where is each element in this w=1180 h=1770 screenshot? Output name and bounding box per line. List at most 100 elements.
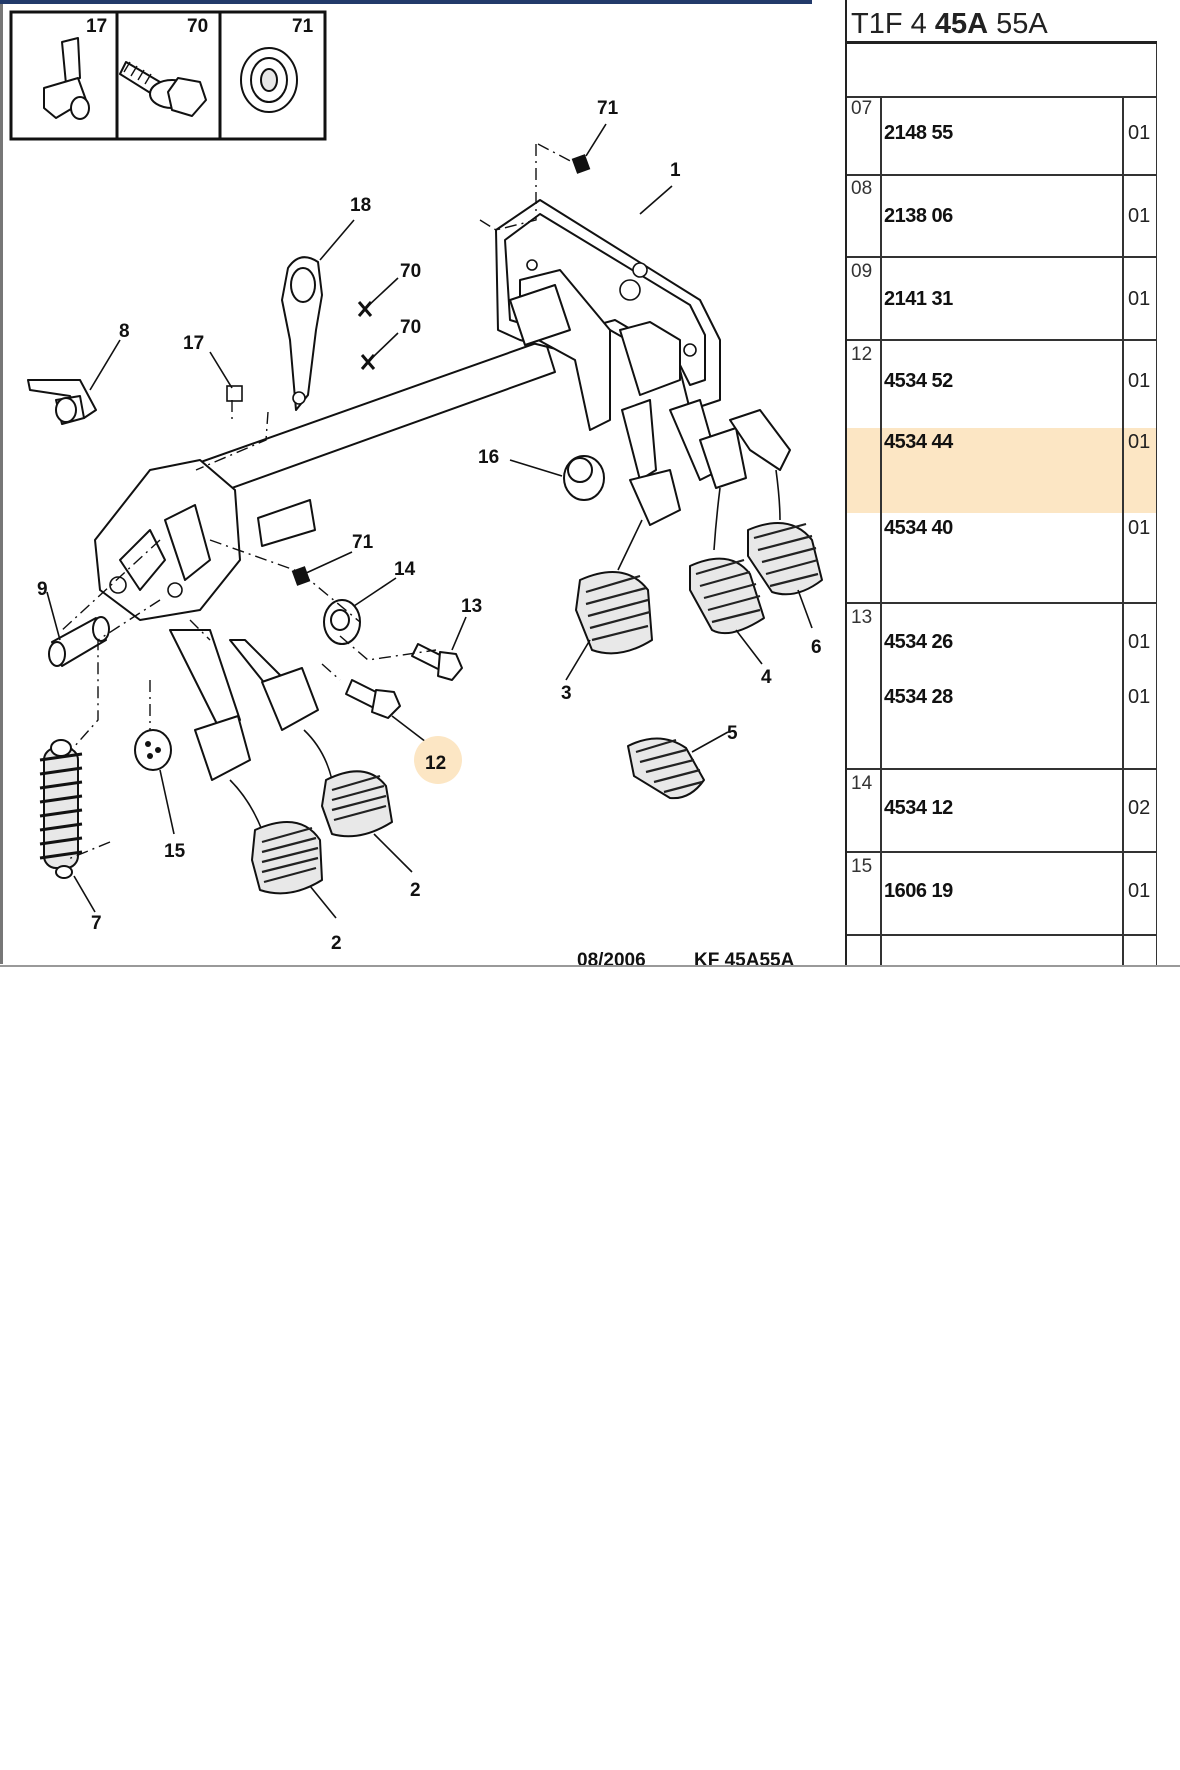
left-clutch-pedal-arms bbox=[169, 629, 333, 831]
pedal-pad-2-lower bbox=[251, 821, 323, 895]
callout-15: 15 bbox=[164, 841, 186, 862]
diagram-left-border bbox=[0, 4, 3, 964]
nut-71-upper bbox=[571, 154, 591, 174]
callout-71-upper: 71 bbox=[597, 98, 619, 119]
quantity: 01 bbox=[1128, 288, 1151, 310]
exploded-parts-diagram: 17 70 71 bbox=[0, 0, 847, 965]
callout-4: 4 bbox=[761, 667, 772, 688]
header-suffix: 55A bbox=[988, 8, 1048, 40]
parts-list-table: T1F 4 45A 55A 07 2148 55 01 08 2138 06 0… bbox=[847, 0, 1157, 965]
row-divider bbox=[847, 934, 1157, 936]
quantity: 01 bbox=[1128, 880, 1151, 902]
highlighted-row-bg bbox=[847, 428, 1157, 513]
callout-16: 16 bbox=[478, 447, 499, 468]
part-number: 4534 28 bbox=[884, 686, 953, 708]
callout-71-lower: 71 bbox=[352, 532, 374, 553]
row-divider bbox=[847, 174, 1157, 176]
callout-labels: 71 1 18 70 70 8 17 16 71 14 9 13 12 15 7… bbox=[37, 98, 822, 954]
part-number: 4534 12 bbox=[884, 797, 953, 819]
table-right-edge bbox=[1156, 44, 1157, 965]
return-spring-part-7 bbox=[39, 739, 83, 879]
right-pedal-arms bbox=[617, 399, 791, 571]
column-divider bbox=[1122, 96, 1124, 965]
callout-2-upper: 2 bbox=[410, 880, 421, 901]
clip-part-8 bbox=[27, 379, 97, 425]
stop-part-16 bbox=[563, 455, 605, 501]
part-number: 2138 06 bbox=[884, 205, 953, 227]
switch-part-15 bbox=[134, 729, 172, 771]
diagram-footer-code: KF 45A55A bbox=[694, 950, 795, 965]
callout-3: 3 bbox=[561, 683, 572, 704]
inset-label-17: 17 bbox=[86, 16, 107, 37]
callout-2-lower: 2 bbox=[331, 933, 342, 954]
row-divider bbox=[847, 256, 1157, 258]
callout-9: 9 bbox=[37, 579, 48, 600]
pedal-pad-3 bbox=[575, 571, 653, 655]
screw-part-13 bbox=[411, 643, 463, 681]
callout-leader-lines bbox=[46, 123, 813, 919]
group-number: 09 bbox=[851, 261, 873, 282]
inset-label-71: 71 bbox=[292, 16, 314, 37]
nut-71-lower bbox=[291, 566, 311, 586]
quantity: 01 bbox=[1128, 431, 1151, 453]
callout-70-lower: 70 bbox=[400, 317, 421, 338]
bolt-part-icon bbox=[119, 61, 207, 117]
pedal-pad-6 bbox=[747, 522, 823, 596]
row-divider bbox=[847, 602, 1157, 604]
quantity: 02 bbox=[1128, 797, 1151, 819]
group-number: 08 bbox=[851, 178, 873, 199]
row-divider bbox=[847, 768, 1157, 770]
quantity: 01 bbox=[1128, 686, 1151, 708]
clip-part-icon bbox=[43, 37, 90, 120]
part-number: 4534 52 bbox=[884, 370, 953, 392]
callout-6: 6 bbox=[811, 637, 822, 658]
part-number: 4534 40 bbox=[884, 517, 953, 539]
left-pedal-bracket bbox=[94, 459, 241, 621]
group-number: 14 bbox=[851, 773, 873, 794]
quantity: 01 bbox=[1128, 631, 1151, 653]
callout-12: 12 bbox=[425, 753, 446, 774]
header-prefix: T1F 4 bbox=[851, 8, 935, 40]
inset-label-70: 70 bbox=[187, 16, 208, 37]
quantity: 01 bbox=[1128, 205, 1151, 227]
header-bold-code: 45A bbox=[934, 8, 989, 40]
bushing-part-9 bbox=[48, 616, 110, 667]
callout-13: 13 bbox=[461, 596, 482, 617]
parts-list-header: T1F 4 45A 55A bbox=[847, 4, 1157, 44]
part-number: 4534 44 bbox=[884, 431, 953, 453]
row-divider bbox=[847, 96, 1157, 98]
quantity: 01 bbox=[1128, 122, 1151, 144]
callout-18: 18 bbox=[350, 195, 371, 216]
page-bottom-divider bbox=[0, 965, 1180, 967]
group-number: 15 bbox=[851, 856, 873, 877]
inset-fasteners-box: 17 70 71 bbox=[9, 10, 327, 141]
callout-17: 17 bbox=[183, 333, 204, 354]
pedal-pad-5 bbox=[627, 737, 705, 800]
assembly-center-lines bbox=[59, 143, 581, 861]
callout-14: 14 bbox=[394, 559, 416, 580]
pedal-assembly-drawing: 17 70 71 bbox=[9, 10, 823, 965]
part-number: 2141 31 bbox=[884, 288, 953, 310]
quantity: 01 bbox=[1128, 517, 1151, 539]
callout-5: 5 bbox=[727, 723, 738, 744]
part-number: 1606 19 bbox=[884, 880, 953, 902]
bolt-marks-70 bbox=[357, 301, 376, 370]
callout-7: 7 bbox=[91, 913, 102, 934]
callout-1: 1 bbox=[670, 160, 681, 181]
screw-part-12 bbox=[345, 679, 401, 719]
pedal-bracket-main bbox=[495, 199, 721, 431]
column-divider bbox=[880, 96, 882, 965]
part-number: 2148 55 bbox=[884, 122, 953, 144]
callout-8: 8 bbox=[119, 321, 130, 342]
pedal-pad-2-upper bbox=[321, 770, 393, 838]
mounting-plate-18 bbox=[281, 256, 323, 411]
group-number: 12 bbox=[851, 344, 873, 365]
quantity: 01 bbox=[1128, 370, 1151, 392]
diagram-footer-date: 08/2006 bbox=[577, 950, 646, 965]
cage-nut-part-icon bbox=[240, 47, 298, 113]
row-divider bbox=[847, 339, 1157, 341]
pedal-pad-4 bbox=[689, 557, 765, 634]
group-number: 07 bbox=[851, 98, 873, 119]
square-marker-17 bbox=[226, 385, 243, 402]
diagram-top-border bbox=[0, 0, 812, 4]
